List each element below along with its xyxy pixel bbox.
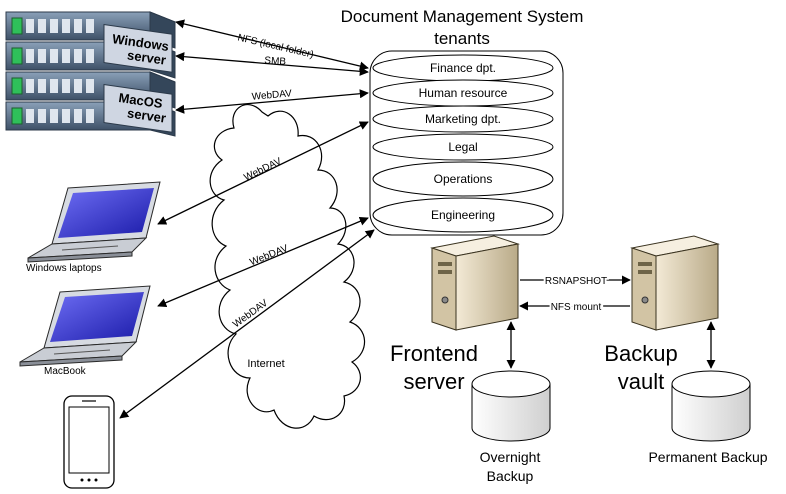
windows-server-label-2: server bbox=[126, 47, 167, 67]
macos-server-label-2: server bbox=[126, 105, 167, 125]
smartphone-icon bbox=[63, 395, 115, 489]
overnight-backup-disk-icon bbox=[471, 370, 551, 442]
tenant-legal: Legal bbox=[372, 133, 554, 161]
frontend-server-label-1: Frontend bbox=[390, 341, 478, 366]
macos-server-label-band bbox=[103, 84, 173, 133]
smb-connection-label: SMB bbox=[264, 55, 287, 68]
backup-vault-label-1: Backup bbox=[604, 341, 677, 366]
overnight-backup-label-2: Backup bbox=[487, 468, 534, 484]
nfs-mount-label: NFS mount bbox=[551, 302, 602, 313]
rsnapshot-label: RSNAPSHOT bbox=[545, 276, 607, 287]
tenant-marketing-label: Marketing dpt. bbox=[425, 112, 501, 126]
tenant-finance: Finance dpt. bbox=[372, 54, 554, 82]
smb-connection-arrow bbox=[175, 52, 369, 76]
permanent-backup-label: Permanent Backup bbox=[648, 449, 767, 465]
tenant-engineering: Engineering bbox=[372, 197, 554, 233]
macos-webdav-arrow bbox=[175, 89, 369, 114]
permanent-backup-disk-icon bbox=[671, 370, 751, 442]
tenant-engineering-label: Engineering bbox=[431, 208, 495, 222]
overnight-backup-label-1: Overnight bbox=[480, 449, 541, 465]
server-rack-stack: Windows server MacOS server bbox=[5, 11, 176, 137]
internet-cloud-icon bbox=[209, 103, 366, 429]
macbook-label: MacBook bbox=[44, 366, 87, 377]
tenant-marketing: Marketing dpt. bbox=[372, 105, 554, 133]
backup-vault-tower-icon bbox=[630, 235, 720, 331]
windows-server-label-band bbox=[103, 24, 173, 73]
macos-webdav-label: WebDAV bbox=[251, 88, 292, 102]
frontend-server-tower-icon bbox=[430, 235, 520, 331]
title-line-1: Document Management System bbox=[341, 7, 584, 26]
title-line-2: tenants bbox=[434, 29, 490, 48]
macos-server-label-1: MacOS bbox=[118, 90, 164, 111]
tenant-human-resource-label: Human resource bbox=[419, 86, 508, 100]
tenant-human-resource: Human resource bbox=[372, 79, 554, 107]
macbook-icon bbox=[19, 285, 151, 367]
tenant-finance-label: Finance dpt. bbox=[430, 61, 496, 75]
phone-webdav-arrow bbox=[119, 229, 375, 419]
frontend-server-label-2: server bbox=[403, 369, 464, 394]
tenant-legal-label: Legal bbox=[448, 140, 477, 154]
internet-label: Internet bbox=[247, 358, 284, 370]
tenant-operations-label: Operations bbox=[434, 172, 493, 186]
windows-laptops-label: Windows laptops bbox=[26, 263, 102, 274]
tenant-operations: Operations bbox=[372, 161, 554, 197]
backup-vault-label-2: vault bbox=[618, 369, 664, 394]
windows-laptop-icon bbox=[27, 181, 161, 263]
windows-laptops-webdav-arrow bbox=[157, 121, 369, 225]
